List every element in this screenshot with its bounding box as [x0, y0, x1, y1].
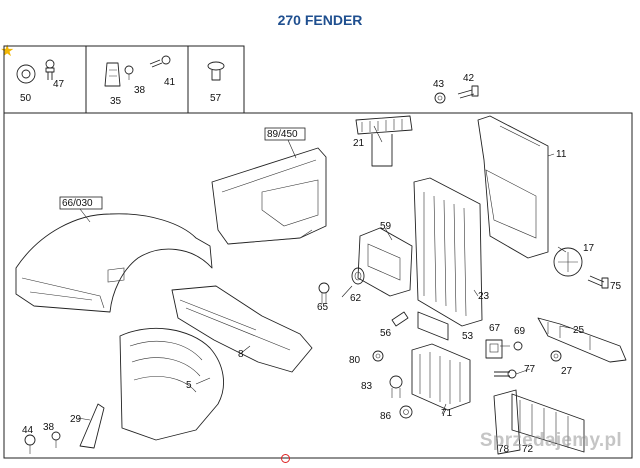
callout-47: 47 — [53, 79, 65, 90]
part-38-screw-bottom[interactable] — [51, 431, 61, 448]
part-69-bolt[interactable] — [500, 341, 523, 351]
part-25-rail[interactable] — [537, 317, 627, 363]
small-parts-boxes — [3, 45, 633, 459]
part-47-screw[interactable] — [45, 59, 55, 80]
part-67-sensor[interactable] — [485, 339, 503, 359]
callout-75: 75 — [610, 281, 622, 292]
part-44-screw[interactable] — [24, 434, 36, 454]
page-title: 270 FENDER — [277, 12, 363, 28]
callout-numbers: 50 47 35 38 41 57 43 42 21 11 89/450 66/… — [20, 73, 622, 455]
part-66-030-fender[interactable] — [15, 213, 213, 313]
part-35-clip[interactable] — [104, 62, 121, 87]
part-50-washer[interactable] — [16, 64, 36, 84]
circle-marker-icon[interactable] — [281, 454, 290, 463]
part-27-nut[interactable] — [550, 350, 562, 362]
leader-89-450 — [287, 139, 297, 159]
part-57-rivet[interactable] — [207, 61, 225, 81]
part-78-bracket[interactable] — [493, 389, 521, 455]
callout-35: 35 — [110, 96, 122, 107]
callout-78: 78 — [498, 444, 510, 455]
part-17-cap[interactable] — [553, 247, 583, 277]
part-41-screw[interactable] — [149, 55, 171, 68]
leader-lines — [77, 125, 571, 421]
callout-50: 50 — [20, 93, 32, 104]
callout-29: 29 — [70, 414, 82, 425]
part-5-wheelhouse[interactable] — [119, 327, 224, 441]
part-83-bolt[interactable] — [389, 375, 403, 398]
label-box-89-450 — [264, 127, 306, 141]
part-29-bracket[interactable] — [79, 403, 105, 449]
part-21-bracket[interactable] — [355, 115, 413, 167]
part-42-bolt[interactable] — [457, 85, 479, 99]
callout-5: 5 — [186, 380, 192, 391]
part-77-bolt[interactable] — [494, 369, 517, 379]
part-65-bolt[interactable] — [318, 282, 330, 304]
part-75-bolt[interactable] — [587, 275, 609, 289]
callout-59: 59 — [380, 221, 392, 232]
callout-25: 25 — [573, 325, 585, 336]
part-62-grommet[interactable] — [351, 267, 365, 285]
part-43-nut[interactable] — [434, 92, 446, 104]
callout-27: 27 — [561, 366, 573, 377]
part-71-vent[interactable] — [411, 343, 471, 411]
callout-43: 43 — [433, 79, 445, 90]
part-59-frame[interactable] — [357, 227, 413, 297]
callout-86: 86 — [380, 411, 392, 422]
part-53-plate[interactable] — [417, 311, 449, 341]
part-86-washer[interactable] — [399, 405, 413, 419]
callout-42: 42 — [463, 73, 475, 84]
callout-65: 65 — [317, 302, 329, 313]
callout-67: 67 — [489, 323, 501, 334]
callout-17: 17 — [583, 243, 595, 254]
part-8-liner[interactable] — [171, 285, 313, 373]
callout-38-top: 38 — [134, 85, 146, 96]
callout-71: 71 — [441, 408, 453, 419]
callout-56: 56 — [380, 328, 392, 339]
label-box-66-030 — [59, 196, 103, 210]
callout-8: 8 — [238, 349, 244, 360]
callout-11: 11 — [556, 149, 567, 160]
callout-57: 57 — [210, 93, 222, 104]
part-72-grille[interactable] — [511, 393, 585, 453]
callout-53: 53 — [462, 331, 474, 342]
callout-69: 69 — [514, 326, 526, 337]
part-80-nut[interactable] — [372, 350, 384, 362]
callout-66-030: 66/030 — [62, 198, 93, 209]
callout-21: 21 — [353, 138, 365, 149]
callout-38-bottom: 38 — [43, 422, 55, 433]
callout-80: 80 — [349, 355, 361, 366]
part-23-grille[interactable] — [413, 177, 483, 327]
watermark-text: Sprzedajemy.pl — [479, 430, 622, 451]
callout-23: 23 — [478, 291, 490, 302]
leader-66-030 — [79, 208, 91, 223]
callout-72: 72 — [522, 444, 534, 455]
callout-44: 44 — [22, 425, 34, 436]
callout-77: 77 — [524, 364, 536, 375]
callout-83: 83 — [361, 381, 373, 392]
part-89-450-panel[interactable] — [211, 147, 327, 245]
part-38-screw-top[interactable] — [124, 65, 134, 80]
callout-41: 41 — [164, 77, 176, 88]
part-11-housing[interactable] — [477, 115, 549, 259]
callout-89-450: 89/450 — [267, 129, 298, 140]
callout-62: 62 — [350, 293, 362, 304]
part-56-screw[interactable] — [391, 311, 409, 327]
